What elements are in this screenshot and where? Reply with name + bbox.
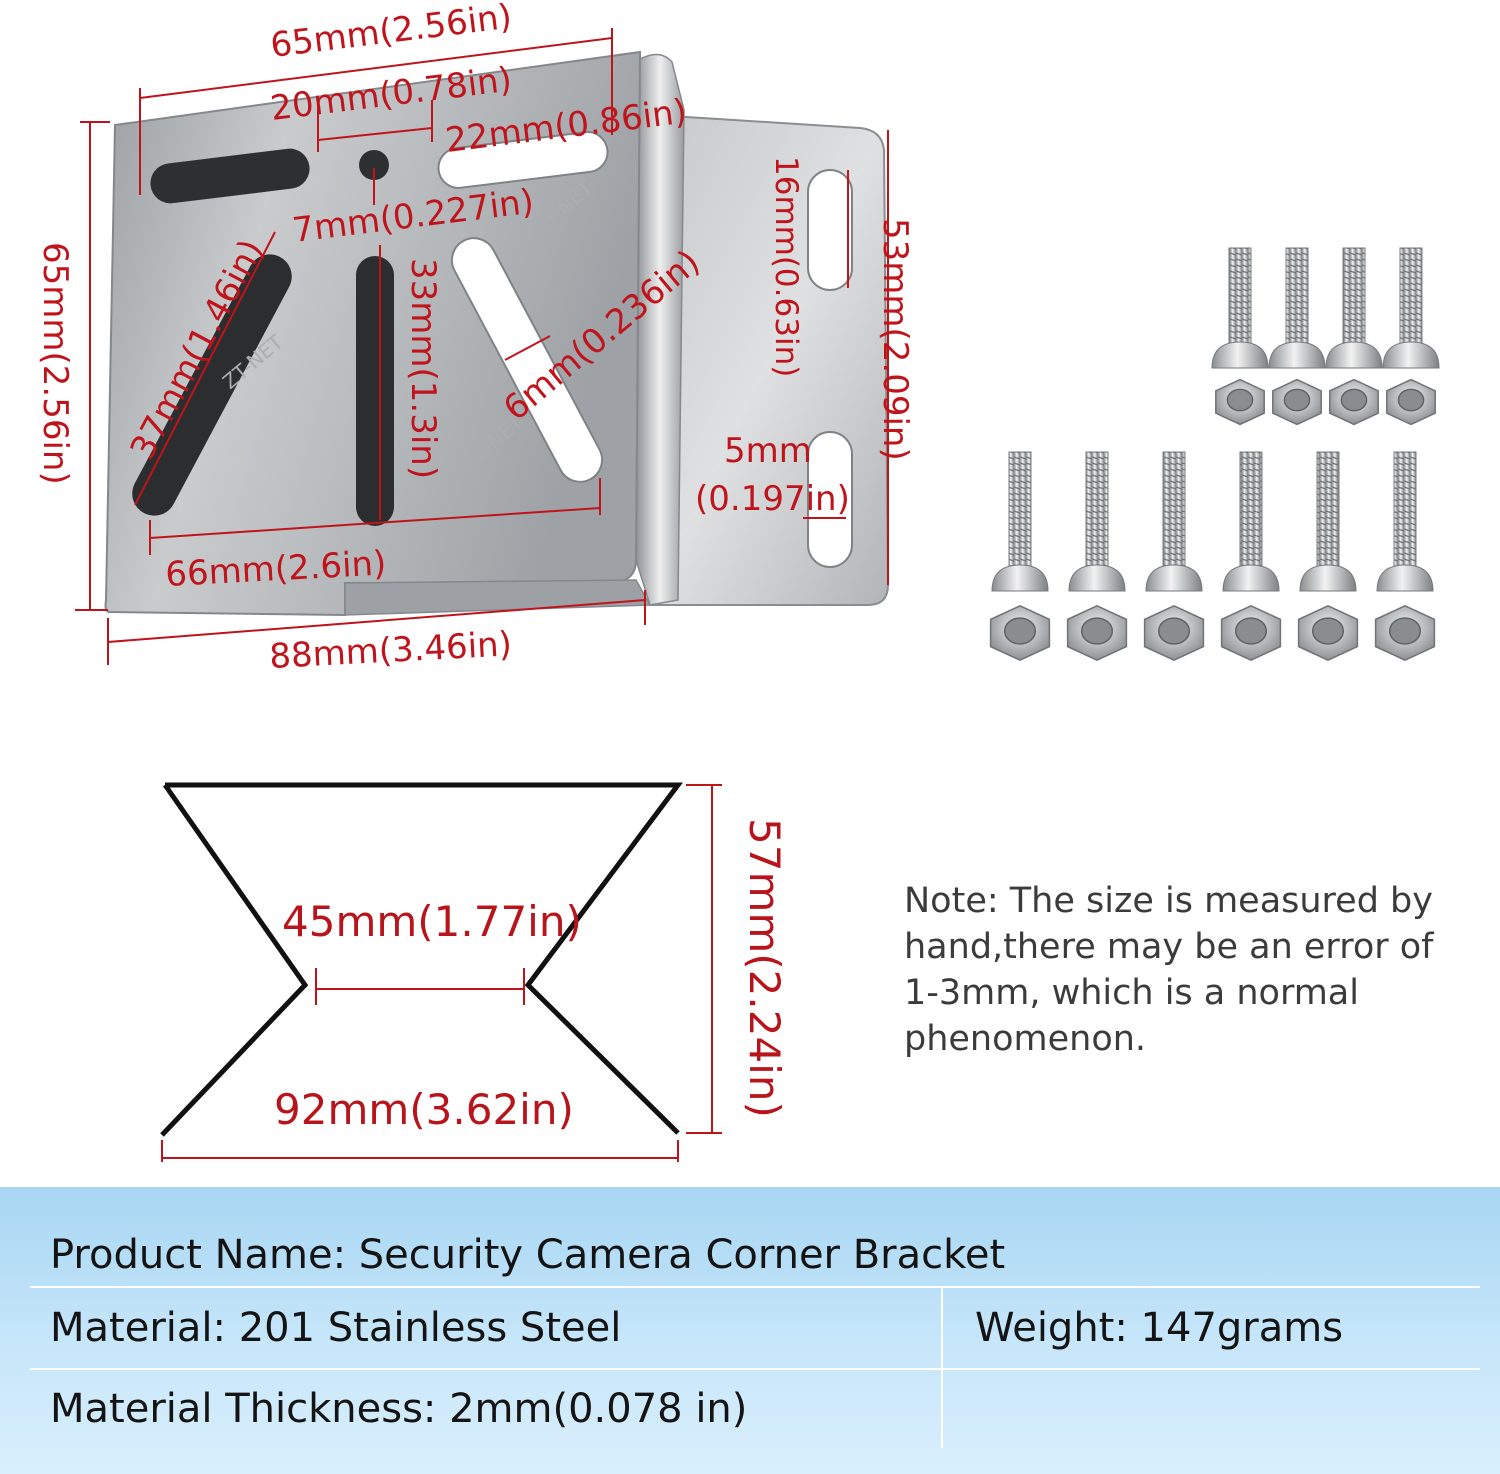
nut-hole (1397, 388, 1425, 412)
nut-hole (1283, 388, 1311, 412)
product-name: Product Name: Security Camera Corner Bra… (50, 1231, 1006, 1278)
dim-profile-outer: 92mm(3.62in) (274, 1085, 574, 1134)
profile-diagram: 45mm(1.77in) 92mm(3.62in) 57mm(2.24in) (160, 782, 789, 1162)
nut (1329, 378, 1379, 426)
bolt (1299, 451, 1357, 592)
bolt (1325, 247, 1383, 369)
top-right-slot (437, 131, 609, 189)
bolt (991, 451, 1049, 592)
material: Material: 201 Stainless Steel (50, 1305, 622, 1351)
dim-center-slot: 33mm(1.3in) (403, 258, 443, 479)
bolt (1376, 451, 1434, 592)
nut (1386, 378, 1436, 426)
right-diagonal-slot (450, 237, 604, 483)
measurement-note: Note: The size is measured by hand,there… (904, 878, 1479, 1062)
spec-row-product: Product Name: Security Camera Corner Bra… (30, 1223, 1480, 1288)
bolt-head (1222, 564, 1280, 592)
nut-hole (1157, 617, 1191, 645)
bolt-head (1211, 341, 1269, 369)
note-line: Note: The size is measured by (904, 881, 1433, 921)
nut-hole (1340, 388, 1368, 412)
bolt-shank (1316, 451, 1340, 573)
nut (1297, 604, 1359, 662)
bolt-shank (1342, 247, 1366, 349)
bolt (1145, 451, 1203, 592)
top-left-slot (150, 148, 310, 204)
bracket-dimension-lines (75, 28, 889, 665)
dim-profile-inner: 45mm(1.77in) (282, 897, 582, 946)
nut (1374, 604, 1436, 662)
dim-right-slot-width-in: (0.197in) (695, 479, 850, 519)
nut-hole (1080, 617, 1114, 645)
bolt-shank (1393, 451, 1417, 573)
spec-row-thickness: Material Thickness: 2mm(0.078 in) (30, 1370, 1480, 1448)
bolt-head (1382, 341, 1440, 369)
bolt-shank (1008, 451, 1032, 573)
flange-lower-slot (807, 431, 853, 568)
nut (1272, 378, 1322, 426)
bolt (1211, 247, 1269, 369)
nut (1143, 604, 1205, 662)
dim-total-width: 88mm(3.46in) (268, 624, 512, 677)
bolt (1268, 247, 1326, 369)
nut-hole (1311, 617, 1345, 645)
nut-hole (1388, 617, 1422, 645)
dim-right-slot-length: 16mm(0.63in) (768, 156, 804, 377)
dim-profile-height: 57mm(2.24in) (740, 818, 789, 1118)
bolt-head (991, 564, 1049, 592)
bolt-head (1299, 564, 1357, 592)
bolt-shank (1399, 247, 1423, 349)
dim-right-height: 53mm(2.09in) (875, 218, 915, 461)
note-line: hand,there may be an error of (904, 927, 1434, 967)
bolt (1222, 451, 1280, 592)
hardware-set (989, 247, 1440, 662)
bolt (1068, 451, 1126, 592)
spec-row-material: Material: 201 Stainless Steel Weight: 14… (30, 1288, 1480, 1370)
nut (1220, 604, 1282, 662)
nut (1215, 378, 1265, 426)
note-line: 1-3mm, which is a normal (904, 973, 1359, 1013)
dim-left-height: 65mm(2.56in) (35, 242, 75, 485)
nut-hole (1003, 617, 1037, 645)
bolt (1382, 247, 1440, 369)
center-vertical-slot (356, 256, 394, 526)
nut (989, 604, 1051, 662)
bolt-head (1376, 564, 1434, 592)
bolt-shank (1085, 451, 1109, 573)
bracket-bottom-lip (344, 579, 652, 616)
bolt-head (1145, 564, 1203, 592)
weight: Weight: 147grams (975, 1305, 1344, 1351)
dim-right-slot-width-mm: 5mm (724, 431, 812, 471)
nut-hole (1234, 617, 1268, 645)
nut (1066, 604, 1128, 662)
bolt-shank (1162, 451, 1186, 573)
profile-outline (160, 782, 683, 1137)
spec-panel (0, 1187, 1500, 1474)
round-hole (359, 150, 389, 180)
bolt-shank (1228, 247, 1252, 349)
bracket-illustration: ZT-NET ZT-NET ZT-NET (104, 50, 890, 617)
bolt-shank (1285, 247, 1309, 349)
bolt-head (1268, 341, 1326, 369)
bolt-head (1068, 564, 1126, 592)
bolt-head (1325, 341, 1383, 369)
bolt-shank (1239, 451, 1263, 573)
material-thickness: Material Thickness: 2mm(0.078 in) (50, 1386, 748, 1432)
bracket-fold-edge (635, 53, 685, 606)
left-diagonal-slot (132, 254, 292, 516)
flange-upper-slot (807, 169, 853, 291)
note-line: phenomenon. (904, 1019, 1147, 1059)
nut-hole (1226, 388, 1254, 412)
spec-column-divider (941, 1288, 943, 1448)
